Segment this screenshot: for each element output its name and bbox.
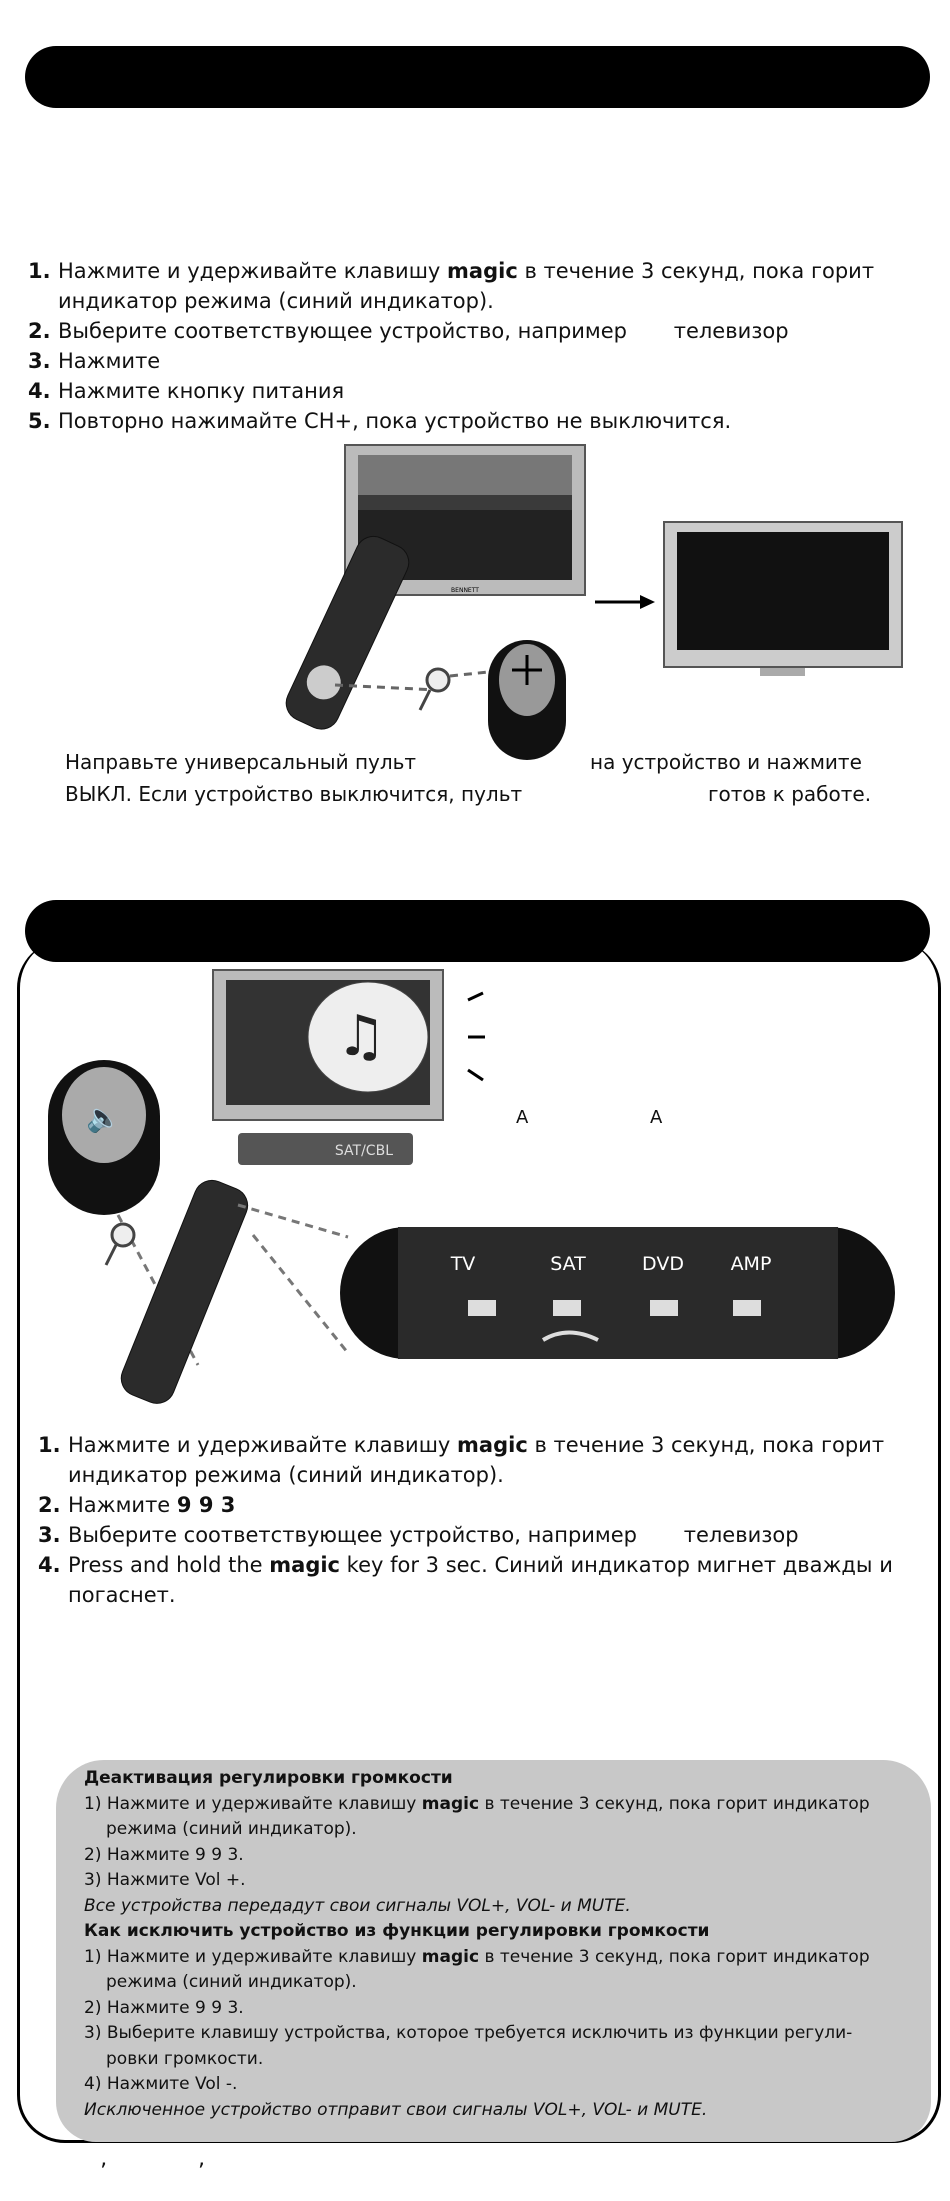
svg-text:SAT: SAT <box>550 1253 586 1275</box>
svg-text:🔈: 🔈 <box>86 1101 121 1134</box>
volume-note-text: Деактивация регулировки громкости 1) Наж… <box>84 1768 870 2120</box>
section-2-header-bar <box>25 900 930 962</box>
volume-note-box <box>56 1760 931 2142</box>
section-2-steps: 1.Нажмите и удерживайте клавишу magic в … <box>38 1430 893 1610</box>
step-5: 5.Повторно нажимайте CH+, пока устройств… <box>28 409 732 433</box>
step-4: 4.Press and hold the magic key for 3 sec… <box>38 1553 893 1607</box>
step-4: 4.Нажмите кнопку питания <box>28 379 345 403</box>
svg-text:DVD: DVD <box>642 1253 684 1275</box>
volume-lock-illustration: ♫ SAT/CBL A A 🔈 TV SAT DVD AMP <box>48 969 895 1404</box>
svg-text:SAT/CBL: SAT/CBL <box>335 1143 393 1159</box>
power-off-illustration: BENNETT <box>285 444 903 760</box>
svg-text:BENNETT: BENNETT <box>451 587 479 594</box>
svg-text:A: A <box>650 1107 663 1128</box>
svg-text:AMP: AMP <box>731 1253 772 1275</box>
section-1-header-bar <box>25 46 930 108</box>
section-1-steps: 1.Нажмите и удерживайте клавишу magic в … <box>28 256 874 436</box>
step-2: 2.Нажмите 9 9 3 <box>38 1493 236 1517</box>
footer-marks: ’ ’ <box>100 2160 205 2185</box>
step-1: 1.Нажмите и удерживайте клавишу magic в … <box>28 259 875 313</box>
svg-text:A: A <box>516 1107 529 1128</box>
step-2: 2.Выберите соответствующее устройство, н… <box>28 319 789 343</box>
svg-text:♫: ♫ <box>336 1004 386 1069</box>
step-1: 1.Нажмите и удерживайте клавишу magic в … <box>38 1433 885 1487</box>
step-3: 3.Выберите соответствующее устройство, н… <box>38 1523 799 1547</box>
step-3: 3.Нажмите <box>28 349 161 373</box>
svg-text:TV: TV <box>450 1253 476 1275</box>
